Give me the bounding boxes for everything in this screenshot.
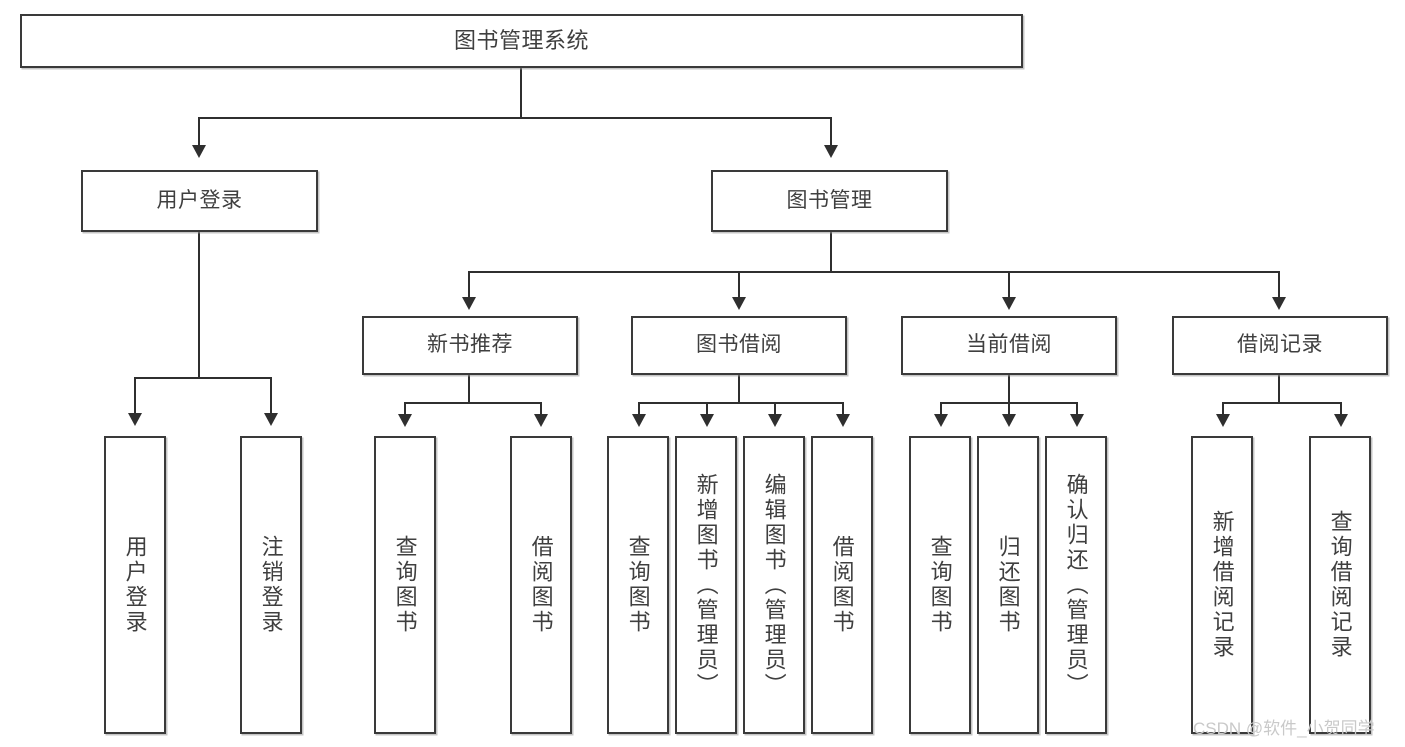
node-label: 查询图书 xyxy=(625,535,651,635)
connector-user-login-child2 xyxy=(270,377,272,415)
node-borrow-record[interactable]: 借阅记录 xyxy=(1172,316,1388,375)
leaf-new-book-borrow[interactable]: 借阅图书 xyxy=(510,436,572,734)
connector-new-book-bus xyxy=(404,402,540,404)
connector-to-user-login xyxy=(198,117,200,147)
connector-current-borrow-l2 xyxy=(1008,402,1010,416)
connector-user-login-stem xyxy=(198,232,200,378)
arrow-book-borrow-l1 xyxy=(632,414,646,427)
connector-book-borrow-l1 xyxy=(638,402,640,416)
leaf-user-login-login[interactable]: 用户登录 xyxy=(104,436,166,734)
node-label: 注销登录 xyxy=(258,535,284,635)
arrow-to-book-manage xyxy=(824,145,838,158)
connector-user-login-bus xyxy=(134,377,270,379)
leaf-borrow-record-add[interactable]: 新增借阅记录 xyxy=(1191,436,1253,734)
connector-book-manage-bus xyxy=(468,271,1280,273)
connector-borrow-record-l1 xyxy=(1222,402,1224,416)
connector-book-borrow-l4 xyxy=(842,402,844,416)
node-label: 当前借阅 xyxy=(966,333,1052,357)
node-label: 查询借阅记录 xyxy=(1327,510,1353,660)
node-label: 图书管理系统 xyxy=(453,28,589,54)
connector-new-book-l2 xyxy=(540,402,542,416)
leaf-book-borrow-borrow[interactable]: 借阅图书 xyxy=(811,436,873,734)
node-label: 用户登录 xyxy=(156,188,243,212)
arrow-book-borrow-l2 xyxy=(700,414,714,427)
connector-root-bus xyxy=(198,117,832,119)
arrow-new-book-l2 xyxy=(534,414,548,427)
node-new-book-recommend[interactable]: 新书推荐 xyxy=(362,316,578,375)
leaf-borrow-record-query[interactable]: 查询借阅记录 xyxy=(1309,436,1371,734)
connector-book-manage-c2 xyxy=(738,271,740,299)
arrow-current-borrow-l1 xyxy=(934,414,948,427)
node-root-book-management-system[interactable]: 图书管理系统 xyxy=(20,14,1023,68)
connector-book-manage-stem xyxy=(830,232,832,272)
csdn-watermark: CSDN @软件_小贺同学 xyxy=(1193,719,1375,738)
leaf-book-borrow-add[interactable]: 新增图书（管理员） xyxy=(675,436,737,734)
arrow-current-borrow-l2 xyxy=(1002,414,1016,427)
node-label: 查询图书 xyxy=(927,535,953,635)
node-label: 借阅图书 xyxy=(528,535,554,635)
node-label: 借阅记录 xyxy=(1237,333,1323,357)
connector-book-manage-c4 xyxy=(1278,271,1280,299)
arrow-book-manage-c2 xyxy=(732,297,746,310)
connector-user-login-child1 xyxy=(134,377,136,415)
leaf-book-borrow-edit[interactable]: 编辑图书（管理员） xyxy=(743,436,805,734)
arrow-user-login-child1 xyxy=(128,413,142,426)
connector-current-borrow-l3 xyxy=(1076,402,1078,416)
leaf-current-borrow-query[interactable]: 查询图书 xyxy=(909,436,971,734)
node-book-borrow[interactable]: 图书借阅 xyxy=(631,316,847,375)
connector-current-borrow-l1 xyxy=(940,402,942,416)
node-label: 新书推荐 xyxy=(427,333,513,357)
connector-current-borrow-stem xyxy=(1008,375,1010,403)
leaf-new-book-query[interactable]: 查询图书 xyxy=(374,436,436,734)
connector-borrow-record-stem xyxy=(1278,375,1280,403)
connector-to-book-manage xyxy=(830,117,832,147)
node-label: 编辑图书（管理员） xyxy=(761,472,787,698)
connector-new-book-l1 xyxy=(404,402,406,416)
leaf-current-borrow-return[interactable]: 归还图书 xyxy=(977,436,1039,734)
arrow-book-manage-c3 xyxy=(1002,297,1016,310)
arrow-book-borrow-l4 xyxy=(836,414,850,427)
leaf-current-borrow-confirm-return[interactable]: 确认归还（管理员） xyxy=(1045,436,1107,734)
node-label: 图书借阅 xyxy=(696,333,782,357)
node-label: 归还图书 xyxy=(995,535,1021,635)
connector-new-book-stem xyxy=(468,375,470,403)
node-label: 新增图书（管理员） xyxy=(693,472,719,698)
connector-root-stem xyxy=(520,68,522,118)
node-label: 确认归还（管理员） xyxy=(1063,472,1089,698)
node-current-borrow[interactable]: 当前借阅 xyxy=(901,316,1117,375)
connector-book-manage-c3 xyxy=(1008,271,1010,299)
node-label: 图书管理 xyxy=(786,188,873,212)
arrow-borrow-record-l2 xyxy=(1334,414,1348,427)
connector-book-borrow-l2 xyxy=(706,402,708,416)
arrow-book-borrow-l3 xyxy=(768,414,782,427)
leaf-book-borrow-query[interactable]: 查询图书 xyxy=(607,436,669,734)
node-label: 借阅图书 xyxy=(829,535,855,635)
leaf-user-login-logout[interactable]: 注销登录 xyxy=(240,436,302,734)
arrow-book-manage-c4 xyxy=(1272,297,1286,310)
node-label: 查询图书 xyxy=(392,535,418,635)
arrow-book-manage-c1 xyxy=(462,297,476,310)
arrow-borrow-record-l1 xyxy=(1216,414,1230,427)
arrow-to-user-login xyxy=(192,145,206,158)
arrow-new-book-l1 xyxy=(398,414,412,427)
connector-borrow-record-l2 xyxy=(1340,402,1342,416)
node-book-management[interactable]: 图书管理 xyxy=(711,170,948,232)
connector-book-manage-c1 xyxy=(468,271,470,299)
node-label: 用户登录 xyxy=(122,535,148,635)
connector-book-borrow-bus xyxy=(638,402,842,404)
connector-borrow-record-bus xyxy=(1222,402,1340,404)
node-user-login[interactable]: 用户登录 xyxy=(81,170,318,232)
connector-book-borrow-l3 xyxy=(774,402,776,416)
arrow-current-borrow-l3 xyxy=(1070,414,1084,427)
arrow-user-login-child2 xyxy=(264,413,278,426)
connector-book-borrow-stem xyxy=(738,375,740,403)
node-label: 新增借阅记录 xyxy=(1209,510,1235,660)
